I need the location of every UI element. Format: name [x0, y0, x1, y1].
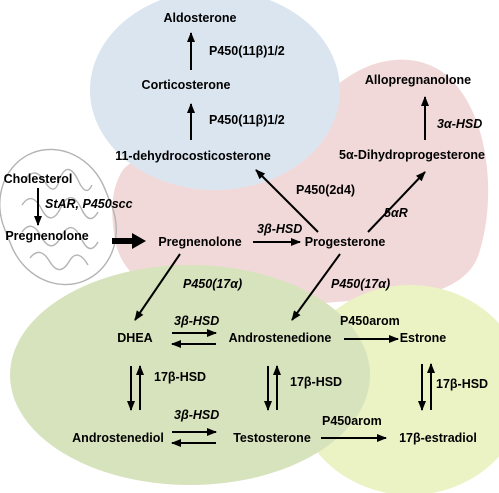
label-enzyme-3b-hsd-top: 3β-HSD — [257, 222, 302, 236]
pink-region — [112, 59, 489, 308]
label-enzyme-star: StAR, P450scc — [45, 197, 133, 211]
label-estrone: Estrone — [400, 331, 447, 345]
label-testosterone: Testosterone — [233, 431, 311, 445]
blue-region — [90, 0, 340, 190]
label-enzyme-arom-top: P450arom — [340, 314, 400, 328]
label-enzyme-3b-hsd-bot: 3β-HSD — [174, 408, 219, 422]
label-pregnenolone: Pregnenolone — [158, 235, 241, 249]
label-pregnenolone-mito: Pregnenolone — [5, 229, 88, 243]
label-enzyme-5ar: 5αR — [384, 206, 408, 220]
label-enzyme-3a-hsd: 3α-HSD — [437, 117, 482, 131]
label-enzyme-11b-top: P450(11β)1/2 — [209, 44, 285, 58]
label-estradiol: 17β-estradiol — [399, 431, 477, 445]
label-androstenediol: Androstenediol — [72, 431, 164, 445]
mitochondrion-icon — [0, 148, 117, 286]
label-enzyme-arom-bot: P450arom — [322, 414, 382, 428]
label-corticosterone: Corticosterone — [142, 78, 231, 92]
label-enzyme-17a-right: P450(17α) — [331, 277, 390, 291]
green-region — [10, 265, 370, 485]
label-enzyme-2d4: P450(2d4) — [296, 183, 355, 197]
label-progesterone: Progesterone — [305, 235, 386, 249]
label-enzyme-11b-mid: P450(11β)1/2 — [209, 113, 285, 127]
arrow-prog-dhp — [367, 171, 426, 233]
label-enzyme-3b-hsd-mid: 3β-HSD — [174, 314, 219, 328]
label-enzyme-17b-left: 17β-HSD — [154, 370, 206, 384]
label-dehydrocorticosterone: 11-dehydrocosticosterone — [115, 149, 271, 163]
label-enzyme-17b-mid: 17β-HSD — [290, 375, 342, 389]
arrow-prog-andro — [291, 253, 341, 321]
label-allopregnanolone: Allopregnanolone — [365, 73, 471, 87]
label-cholesterol: Cholesterol — [4, 172, 73, 186]
label-aldosterone: Aldosterone — [164, 11, 237, 25]
transport-arrow — [112, 233, 146, 249]
label-androstenedione: Androstenedione — [229, 331, 332, 345]
label-dhea: DHEA — [117, 331, 152, 345]
label-dihydroprogesterone: 5α-Dihydroprogesterone — [339, 148, 485, 162]
label-enzyme-17a-left: P450(17α) — [183, 277, 242, 291]
label-enzyme-17b-right: 17β-HSD — [436, 377, 488, 391]
arrow-prog-dehydro — [255, 169, 319, 233]
arrow-preg-dhea — [134, 253, 181, 321]
